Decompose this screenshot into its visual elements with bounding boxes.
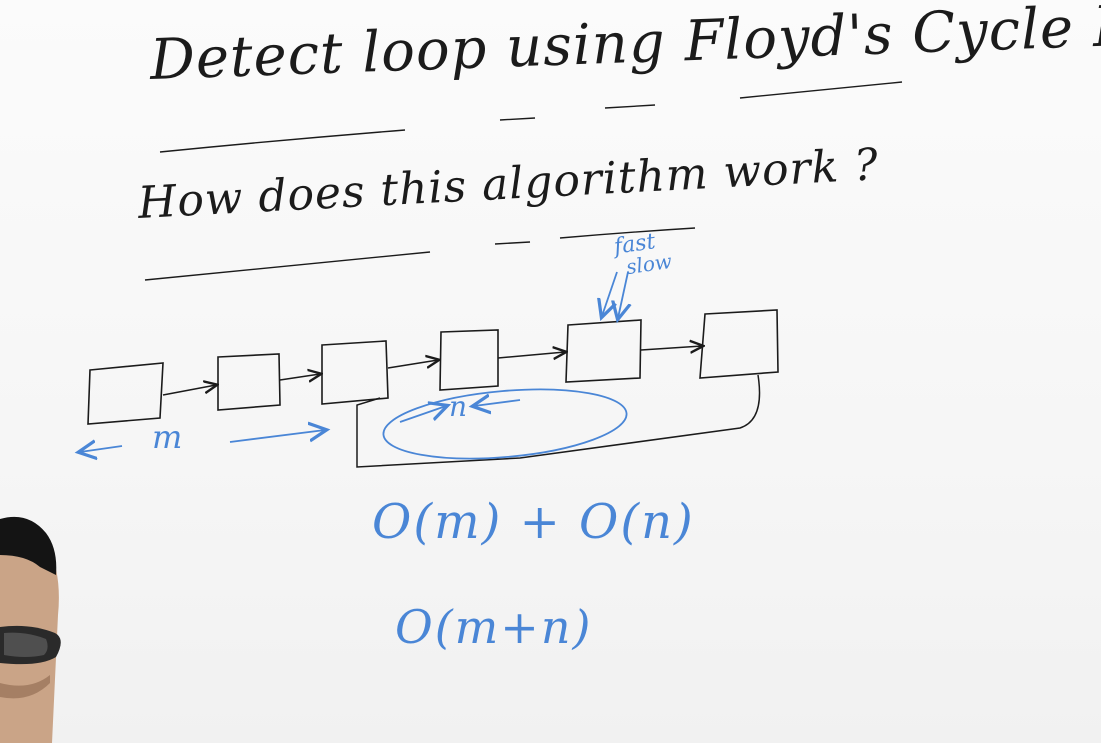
arrow-1-2 — [162, 385, 216, 396]
node-1 — [87, 362, 164, 425]
node-6 — [699, 309, 779, 379]
complexity-sum: O(m) + O(n) — [372, 494, 695, 550]
n-left-arrow — [399, 406, 446, 423]
arrow-2-3 — [279, 374, 320, 380]
node-4 — [439, 329, 499, 391]
arrow-3-4 — [387, 360, 438, 368]
n-segment-label: n — [449, 390, 468, 423]
node-5 — [565, 319, 642, 383]
arrow-4-5 — [497, 352, 565, 358]
presenter-figure — [0, 516, 61, 743]
list-nodes — [87, 309, 779, 425]
m-right-arrow — [229, 430, 325, 443]
m-left-arrow — [80, 446, 123, 452]
question-underlines — [144, 227, 696, 281]
next-pointers — [162, 346, 761, 468]
complexity-combined: O(m+n) — [395, 600, 593, 654]
blue-annotations — [80, 271, 629, 468]
slow-pointer-arrow — [618, 271, 628, 318]
fast-pointer-arrow — [602, 271, 618, 316]
loop-back-line — [356, 374, 761, 468]
title-underlines — [159, 81, 903, 153]
arrow-5-6 — [640, 346, 702, 350]
node-3 — [321, 340, 389, 405]
n-right-arrow — [474, 400, 521, 406]
node-2 — [217, 353, 281, 411]
m-segment-label: m — [152, 418, 183, 456]
cycle-ellipse — [382, 388, 628, 460]
